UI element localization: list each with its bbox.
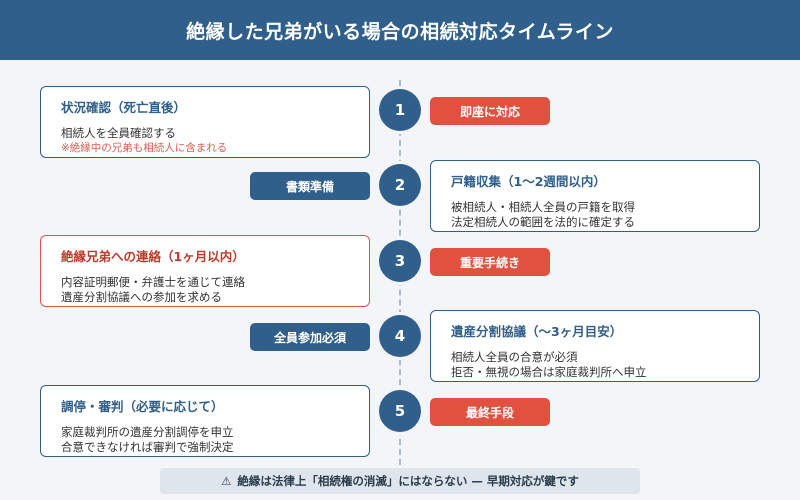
step-tag-5: 最終手段 bbox=[430, 398, 550, 426]
step-description: 内容証明郵便・弁護士を通じて連絡 bbox=[61, 275, 245, 289]
page-title: 絶縁した兄弟がいる場合の相続対応タイムライン bbox=[186, 20, 614, 43]
step-card-4: 遺産分割協議（〜3ヶ月目安） 相続人全員の合意が必須 拒否・無視の場合は家庭裁判… bbox=[430, 310, 760, 382]
step-tag-1: 即座に対応 bbox=[430, 97, 550, 125]
step-number-2: 2 bbox=[379, 164, 421, 206]
step-number-4: 4 bbox=[379, 315, 421, 357]
step-card-1: 状況確認（死亡直後） 相続人を全員確認する ※絶縁中の兄弟も相続人に含まれる bbox=[40, 86, 370, 158]
step-title: 戸籍収集（1〜2週間以内） bbox=[451, 174, 606, 189]
warning-icon: ⚠ bbox=[221, 474, 232, 488]
step-description: 被相続人・相続人全員の戸籍を取得 bbox=[451, 200, 635, 214]
step-card-5: 調停・審判（必要に応じて） 家庭裁判所の遺産分割調停を申立 合意できなければ審判… bbox=[40, 385, 370, 457]
step-title: 調停・審判（必要に応じて） bbox=[61, 399, 224, 414]
step-note: ※絶縁中の兄弟も相続人に含まれる bbox=[61, 142, 228, 154]
step-description: 相続人を全員確認する bbox=[61, 126, 176, 140]
step-card-3: 絶縁兄弟への連絡（1ヶ月以内） 内容証明郵便・弁護士を通じて連絡 遺産分割協議へ… bbox=[40, 235, 370, 307]
step-description: 拒否・無視の場合は家庭裁判所へ申立 bbox=[451, 365, 647, 379]
step-description: 家庭裁判所の遺産分割調停を申立 bbox=[61, 425, 234, 439]
step-title: 遺産分割協議（〜3ヶ月目安） bbox=[451, 324, 623, 339]
step-number-5: 5 bbox=[379, 390, 421, 432]
step-tag-3: 重要手続き bbox=[430, 248, 550, 276]
header-bar: 絶縁した兄弟がいる場合の相続対応タイムライン bbox=[0, 0, 800, 60]
step-title: 状況確認（死亡直後） bbox=[61, 100, 187, 115]
step-tag-2: 書類準備 bbox=[250, 172, 370, 200]
step-description: 合意できなければ審判で強制決定 bbox=[61, 440, 234, 454]
step-number-1: 1 bbox=[379, 89, 421, 131]
step-description: 法定相続人の範囲を法的に確定する bbox=[451, 215, 635, 229]
footer-text: 絶縁は法律上「相続権の消滅」にはならない — 早期対応が鍵です bbox=[237, 474, 579, 488]
step-tag-4: 全員参加必須 bbox=[250, 323, 370, 351]
step-card-2: 戸籍収集（1〜2週間以内） 被相続人・相続人全員の戸籍を取得 法定相続人の範囲を… bbox=[430, 160, 760, 232]
step-description: 相続人全員の合意が必須 bbox=[451, 350, 578, 364]
step-title: 絶縁兄弟への連絡（1ヶ月以内） bbox=[61, 249, 245, 264]
step-number-3: 3 bbox=[379, 240, 421, 282]
step-description: 遺産分割協議への参加を求める bbox=[61, 290, 222, 304]
footer-warning: ⚠ 絶縁は法律上「相続権の消滅」にはならない — 早期対応が鍵です bbox=[160, 468, 640, 494]
